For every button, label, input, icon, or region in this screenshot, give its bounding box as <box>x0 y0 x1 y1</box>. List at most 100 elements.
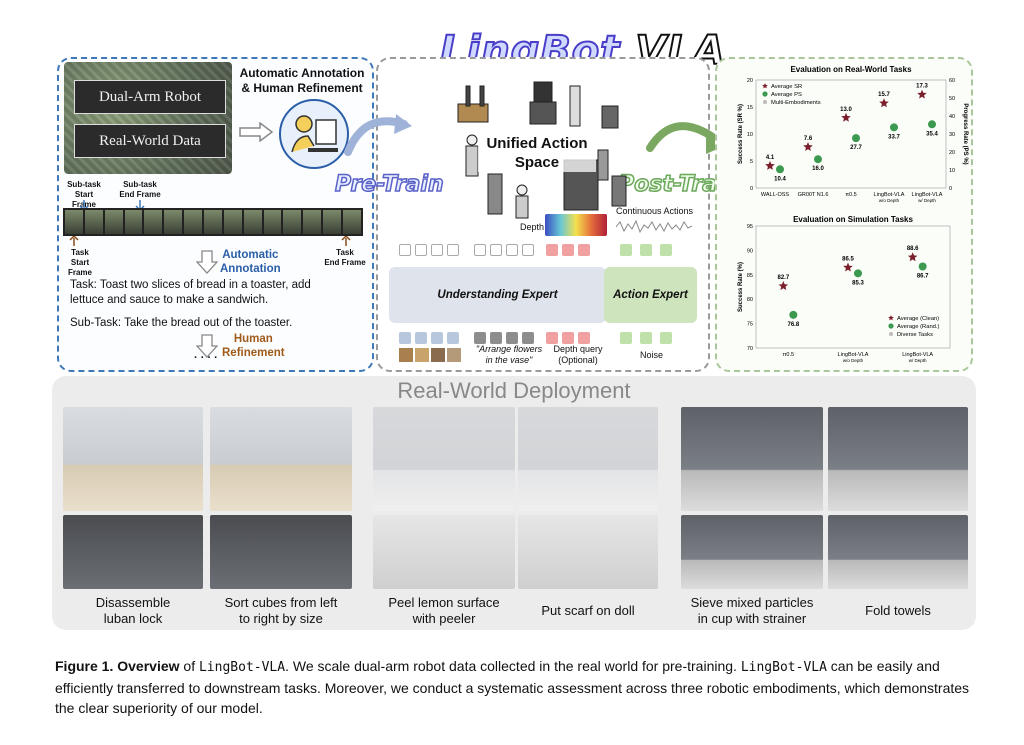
automatic-line2: Annotation <box>220 263 281 275</box>
output-token <box>447 244 459 256</box>
x-tick-label: GR00T N1.6 <box>798 192 829 198</box>
y-tick-label: 10 <box>747 132 753 138</box>
deployment-photo <box>63 407 203 511</box>
series-point-circle <box>918 262 927 271</box>
y-tick-label: 70 <box>747 346 753 352</box>
y-tick-label: 90 <box>747 248 753 254</box>
input-token <box>490 332 502 344</box>
deployment-photo <box>828 407 968 511</box>
deployment-photo <box>828 515 968 589</box>
y-right-tick-label: 40 <box>949 114 955 120</box>
output-token <box>546 244 558 256</box>
legend-marker-star <box>888 315 894 321</box>
series-point-star <box>778 281 789 291</box>
instruction-text: "Arrange flowers in the vase" <box>470 344 548 366</box>
task-label: Fold towels <box>820 603 976 619</box>
task-end-line1: Task <box>336 248 354 257</box>
task-label-line1: Sieve mixed particles <box>690 595 814 610</box>
y-right-tick-label: 50 <box>949 96 955 102</box>
output-token <box>660 244 672 256</box>
caption-sentence2: can be easily and efficiently transferre… <box>55 658 970 716</box>
data-label: 35.4 <box>926 131 938 137</box>
deployment-photo <box>518 407 658 511</box>
task-label-line1: Peel lemon surface <box>388 595 500 610</box>
evaluation-panel <box>715 57 973 372</box>
y-tick-label: 95 <box>747 224 753 230</box>
task-text-line1: Task: Toast two slices of bread in a toa… <box>70 279 311 291</box>
legend-marker-circle <box>762 91 768 97</box>
subtask-end-line2: End Frame <box>119 190 161 199</box>
simulation-eval-chart: Evaluation on Simulation Tasks7075808590… <box>738 215 951 363</box>
output-token <box>640 244 652 256</box>
subtask-end-line1: Sub-task <box>123 180 157 189</box>
series-point-star <box>803 142 813 151</box>
y-right-tick-label: 10 <box>949 168 955 174</box>
legend-label: Average (Rand.) <box>897 324 939 330</box>
x-tick-label: w/ Depth <box>918 198 936 203</box>
deployment-photo <box>681 515 823 589</box>
auto-title-line1: Automatic Annotation <box>239 66 365 80</box>
task-label-line1: Disassemble <box>95 595 171 610</box>
input-token <box>660 332 672 344</box>
chart-title: Evaluation on Simulation Tasks <box>793 215 913 224</box>
caption-model-name-2: LingBot-VLA <box>740 660 827 675</box>
input-token <box>447 332 459 344</box>
noise-label: Noise <box>640 350 664 360</box>
legend-marker-circle <box>888 323 894 329</box>
deployment-title: Real-World Deployment <box>397 378 631 403</box>
task-text-line2: lettuce and sauce to make a sandwich. <box>70 294 269 306</box>
annotator-computer-icon <box>279 99 349 169</box>
x-tick-label: LingBot-VLA <box>912 192 943 198</box>
y-tick-label: 0 <box>750 186 753 192</box>
x-tick-label: LingBot-VLA <box>838 352 869 358</box>
y-right-tick-label: 60 <box>949 78 955 84</box>
output-token <box>431 244 443 256</box>
action-expert-block: Action Expert <box>604 267 697 323</box>
input-image-thumb-2 <box>415 348 429 362</box>
output-token <box>562 244 574 256</box>
series-point-circle <box>928 120 936 129</box>
output-token <box>620 244 632 256</box>
data-label: 33.7 <box>888 134 900 140</box>
legend-marker-dot <box>763 100 767 104</box>
task-end-line2: End Frame <box>324 258 366 267</box>
y-axis-label: Success Rate (SR %) <box>738 104 744 164</box>
output-token <box>578 244 590 256</box>
input-token <box>578 332 590 344</box>
deployment-photo <box>373 407 515 511</box>
human-line1: Human <box>233 333 273 345</box>
input-token <box>620 332 632 344</box>
output-token <box>399 244 411 256</box>
continuous-actions-label: Continuous Actions <box>616 206 694 216</box>
input-token <box>415 332 427 344</box>
data-label: 13.0 <box>840 107 852 113</box>
series-point-star <box>917 89 927 99</box>
y-right-tick-label: 30 <box>949 132 955 138</box>
legend-label: Average PS <box>771 92 802 98</box>
input-token <box>474 332 486 344</box>
x-tick-label: LingBot-VLA <box>874 192 905 198</box>
data-label: 7.6 <box>804 136 813 142</box>
input-token <box>522 332 534 344</box>
input-image-thumb-3 <box>431 348 445 362</box>
caption-overview: Overview <box>117 658 180 674</box>
down-arrow-icon <box>196 250 218 274</box>
unified-line1: Unified Action <box>486 135 588 152</box>
x-tick-label: w/o Depth <box>879 198 900 203</box>
y-tick-label: 20 <box>747 78 753 84</box>
data-label: 82.7 <box>777 275 789 281</box>
caption-model-name: LingBot-VLA <box>198 660 286 675</box>
task-label-line1: Fold towels <box>865 603 931 618</box>
output-token <box>415 244 427 256</box>
data-label: 76.8 <box>787 322 799 328</box>
task-label-line2: in cup with strainer <box>697 611 807 626</box>
deployment-photo <box>63 515 203 589</box>
task-label-line1: Put scarf on doll <box>541 603 635 618</box>
ellipsis: · · · · <box>194 352 218 364</box>
task-label-line2: to right by size <box>239 611 323 626</box>
pretrain-curved-arrow <box>344 114 412 156</box>
task-label-line1: Sort cubes from left <box>224 595 338 610</box>
series-point-star <box>879 98 889 108</box>
